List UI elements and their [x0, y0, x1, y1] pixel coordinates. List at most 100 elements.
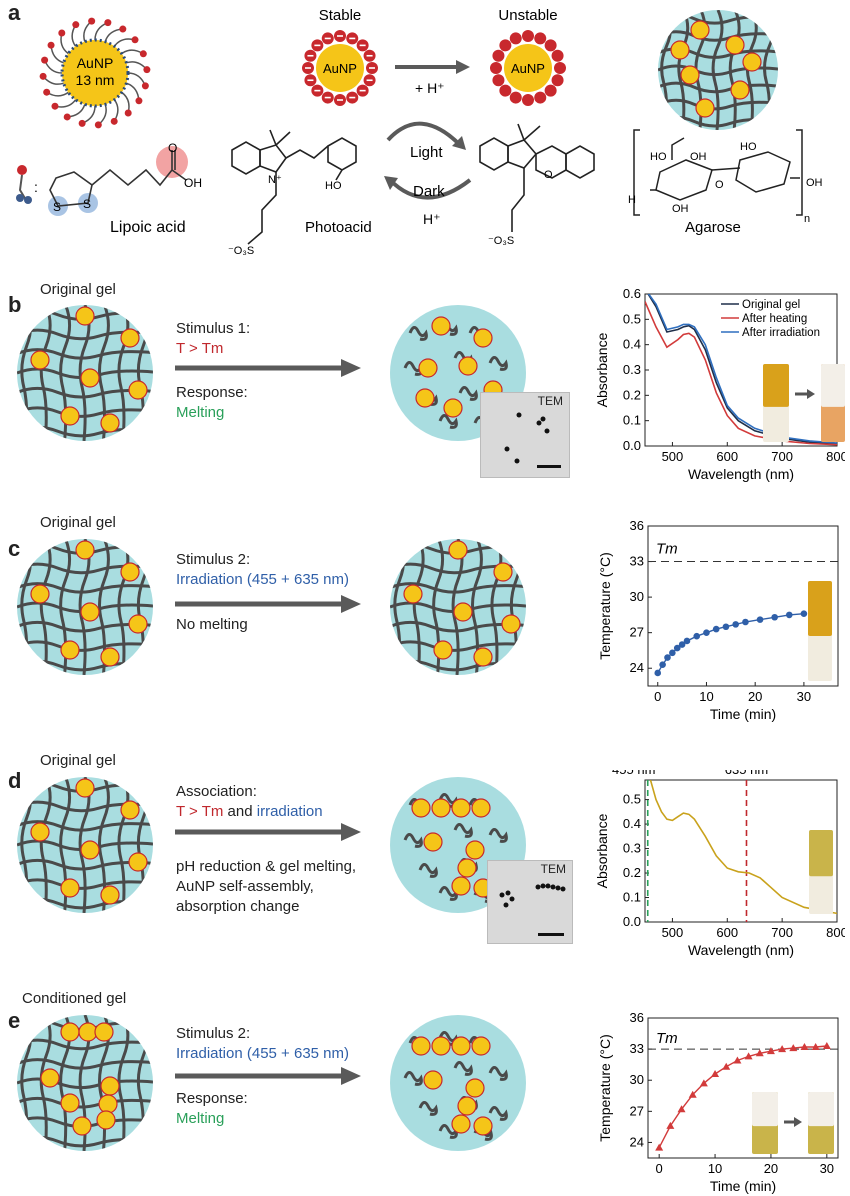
- data-point: [693, 632, 701, 640]
- aunp-core-label: AuNP: [323, 61, 357, 76]
- photoacid-label: Photoacid: [305, 219, 372, 236]
- data-point: [678, 641, 686, 648]
- panel-e-response-label: Response:: [176, 1090, 248, 1107]
- vial-arrow-e: [794, 1117, 802, 1127]
- panel-d-irradiation: irradiation: [256, 803, 323, 820]
- panel-b-stimulus-value: T > Tm: [176, 340, 224, 357]
- dark-arrow: [384, 176, 398, 190]
- panel-c-unchanged-gel: [390, 539, 526, 675]
- x-tick-label: 700: [771, 925, 793, 940]
- legend-label-1: After heating: [742, 313, 807, 325]
- y-tick-label: 0.3: [623, 841, 641, 856]
- x-axis-label: Time (min): [710, 706, 776, 722]
- data-point: [771, 613, 778, 621]
- data-point: [789, 1044, 798, 1052]
- data-point: [744, 1052, 753, 1060]
- data-point: [654, 669, 662, 677]
- vial-after-e: [808, 1092, 834, 1154]
- y-tick-label: 33: [630, 1041, 644, 1056]
- panel-c-original-gel: [17, 539, 153, 675]
- data-point: [688, 1090, 697, 1098]
- vial-before-e: [752, 1092, 778, 1154]
- chart-frame: [647, 1017, 839, 1159]
- x-tick-label: 10: [699, 689, 713, 704]
- panel-d-response-line1: pH reduction & gel melting,: [176, 858, 357, 875]
- y-axis-label: Temperature (°C): [597, 1034, 613, 1142]
- data-point: [666, 1121, 675, 1129]
- panel-c-letter: c: [8, 536, 21, 561]
- panel-d-and: and: [227, 803, 253, 820]
- panel-b-arrow: [175, 359, 361, 377]
- panel-e-stimulus-value: Irradiation (455 + 635 nm): [176, 1045, 350, 1062]
- photoacid-open-structure: [231, 129, 357, 245]
- panel-d-response-line2: AuNP self-assembly,: [176, 878, 314, 895]
- sulfur-label-2: S: [83, 197, 91, 211]
- light-arrow: [452, 136, 466, 150]
- panel-d-response-line3: absorption change: [176, 898, 300, 915]
- agarose-o-label: O: [715, 179, 724, 191]
- wavelength-marker-label-0: 455 nm: [612, 770, 655, 777]
- acid-oh-label: OH: [184, 176, 202, 190]
- agarose-ho-label-2: HO: [740, 141, 757, 153]
- agarose-oh-label-3: OH: [806, 177, 823, 189]
- data-point: [800, 1043, 809, 1051]
- stable-to-unstable-arrow: [456, 60, 470, 74]
- panel-b-tem-label: TEM: [537, 394, 563, 408]
- panel-d-stimulus-label: Association:: [176, 783, 257, 800]
- x-tick-label: 30: [797, 689, 811, 704]
- x-tick-label: 0: [654, 689, 661, 704]
- panel-d-stimulus-value: T > Tm and irradiation: [176, 803, 323, 820]
- vial-arrow: [807, 389, 815, 399]
- panel-e-arrow: [175, 1067, 361, 1085]
- panel-c-title: Original gel: [40, 514, 116, 531]
- vial-after: [821, 364, 845, 442]
- data-point: [655, 1143, 664, 1151]
- n-plus-label: N⁺: [268, 174, 282, 186]
- data-point: [664, 654, 671, 661]
- y-tick-label: 33: [630, 554, 644, 569]
- panel-b-title: Original gel: [40, 281, 116, 298]
- chart-frame: [644, 779, 838, 923]
- data-point: [778, 1045, 787, 1053]
- y-tick-label: 0.3: [623, 362, 641, 377]
- x-tick-label: 30: [820, 1161, 834, 1176]
- panel-d-temp-condition: T > Tm: [176, 803, 224, 820]
- y-tick-label: 0.2: [623, 865, 641, 880]
- data-point: [683, 637, 691, 645]
- light-label: Light: [410, 144, 443, 161]
- x-tick-label: 500: [662, 925, 684, 940]
- panel-d-title: Original gel: [40, 752, 116, 769]
- data-point: [742, 618, 749, 626]
- data-point: [677, 1105, 686, 1113]
- panel-d-original-gel: [17, 777, 153, 913]
- y-tick-label: 0.1: [623, 413, 641, 428]
- data-point: [811, 1043, 820, 1051]
- panel-c-stimulus-value: Irradiation (455 + 635 nm): [176, 571, 350, 588]
- agarose-oh-label-2: OH: [690, 151, 707, 163]
- data-point: [712, 625, 720, 633]
- h-plus-label: H⁺: [423, 211, 441, 227]
- data-point: [711, 1070, 720, 1077]
- panel-e-response-value: Melting: [176, 1110, 225, 1127]
- x-tick-label: 800: [826, 925, 845, 940]
- x-axis-label: Time (min): [710, 1178, 776, 1194]
- y-tick-label: 0.4: [623, 816, 641, 831]
- x-tick-label: 0: [656, 1161, 663, 1176]
- x-tick-label: 600: [716, 925, 738, 940]
- x-axis-label: Wavelength (nm): [688, 466, 794, 482]
- wavelength-marker-label-1: 635 nm: [725, 770, 768, 777]
- data-point: [756, 616, 764, 623]
- legend-label-0: Original gel: [742, 299, 800, 311]
- y-tick-label: 27: [630, 1103, 644, 1118]
- y-axis-label: Absorbance: [594, 813, 610, 888]
- panel-d-letter: d: [8, 768, 22, 793]
- panel-d-tem-image: TEM: [487, 860, 573, 944]
- panel-a-diagram: AuNP 13 nm : S S O OH Lipoic acid Stable…: [16, 7, 823, 257]
- x-tick-label: 700: [771, 449, 793, 464]
- panel-e-title: Conditioned gel: [22, 990, 127, 1007]
- tm-label: Tm: [656, 1030, 678, 1047]
- panel-e-melted-gel: [390, 1015, 526, 1151]
- y-tick-label: 0.1: [623, 890, 641, 905]
- panel-c-stimulus-label: Stimulus 2:: [176, 551, 251, 568]
- unstable-aunp: AuNP: [490, 30, 566, 106]
